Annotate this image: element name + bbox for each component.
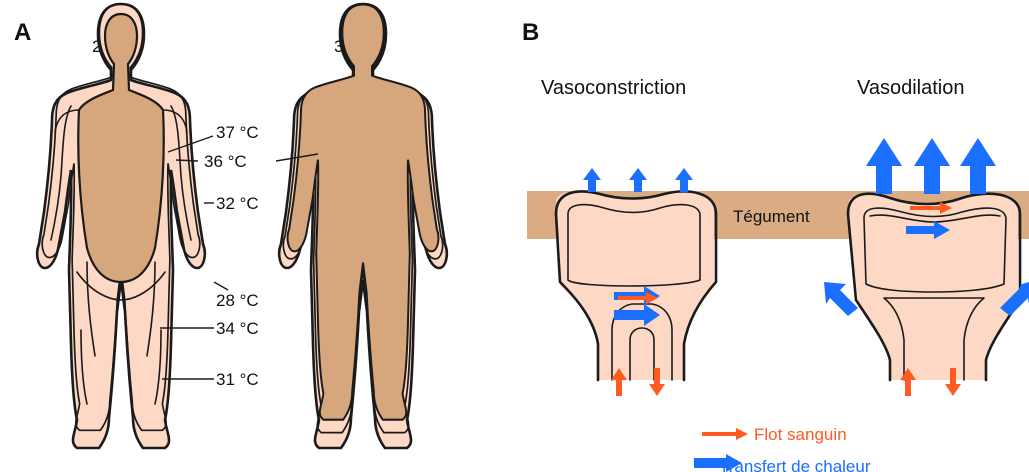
vasodilation-title: Vasodilation [857,77,964,99]
heat-transfer-arrow-left-diagonal [824,282,858,316]
label-32c: 32 °C [216,194,259,213]
warm-body-figure [279,4,447,448]
tegument-label: Tégument [733,207,810,226]
label-28c: 28 °C [216,291,259,310]
cold-body-figure [37,4,205,448]
heat-loss-arrows-large [866,138,996,194]
label-37c: 37 °C [216,123,259,142]
legend: Flot sanguin Transfert de chaleur [694,425,871,472]
legend-blood-flow-arrow [702,428,748,440]
panel-b-label: B [522,19,539,46]
vasoconstriction-title: Vasoconstriction [541,77,686,99]
label-36c: 36 °C [204,152,247,171]
legend-heat-transfer-label: Transfert de chaleur [719,457,871,472]
label-34c: 34 °C [216,319,259,338]
legend-blood-flow-label: Flot sanguin [754,425,847,444]
panel-a-label: A [14,19,31,46]
label-31c: 31 °C [216,370,259,389]
vasoconstriction-vessel [556,191,716,380]
heat-loss-arrows-small [583,168,693,192]
